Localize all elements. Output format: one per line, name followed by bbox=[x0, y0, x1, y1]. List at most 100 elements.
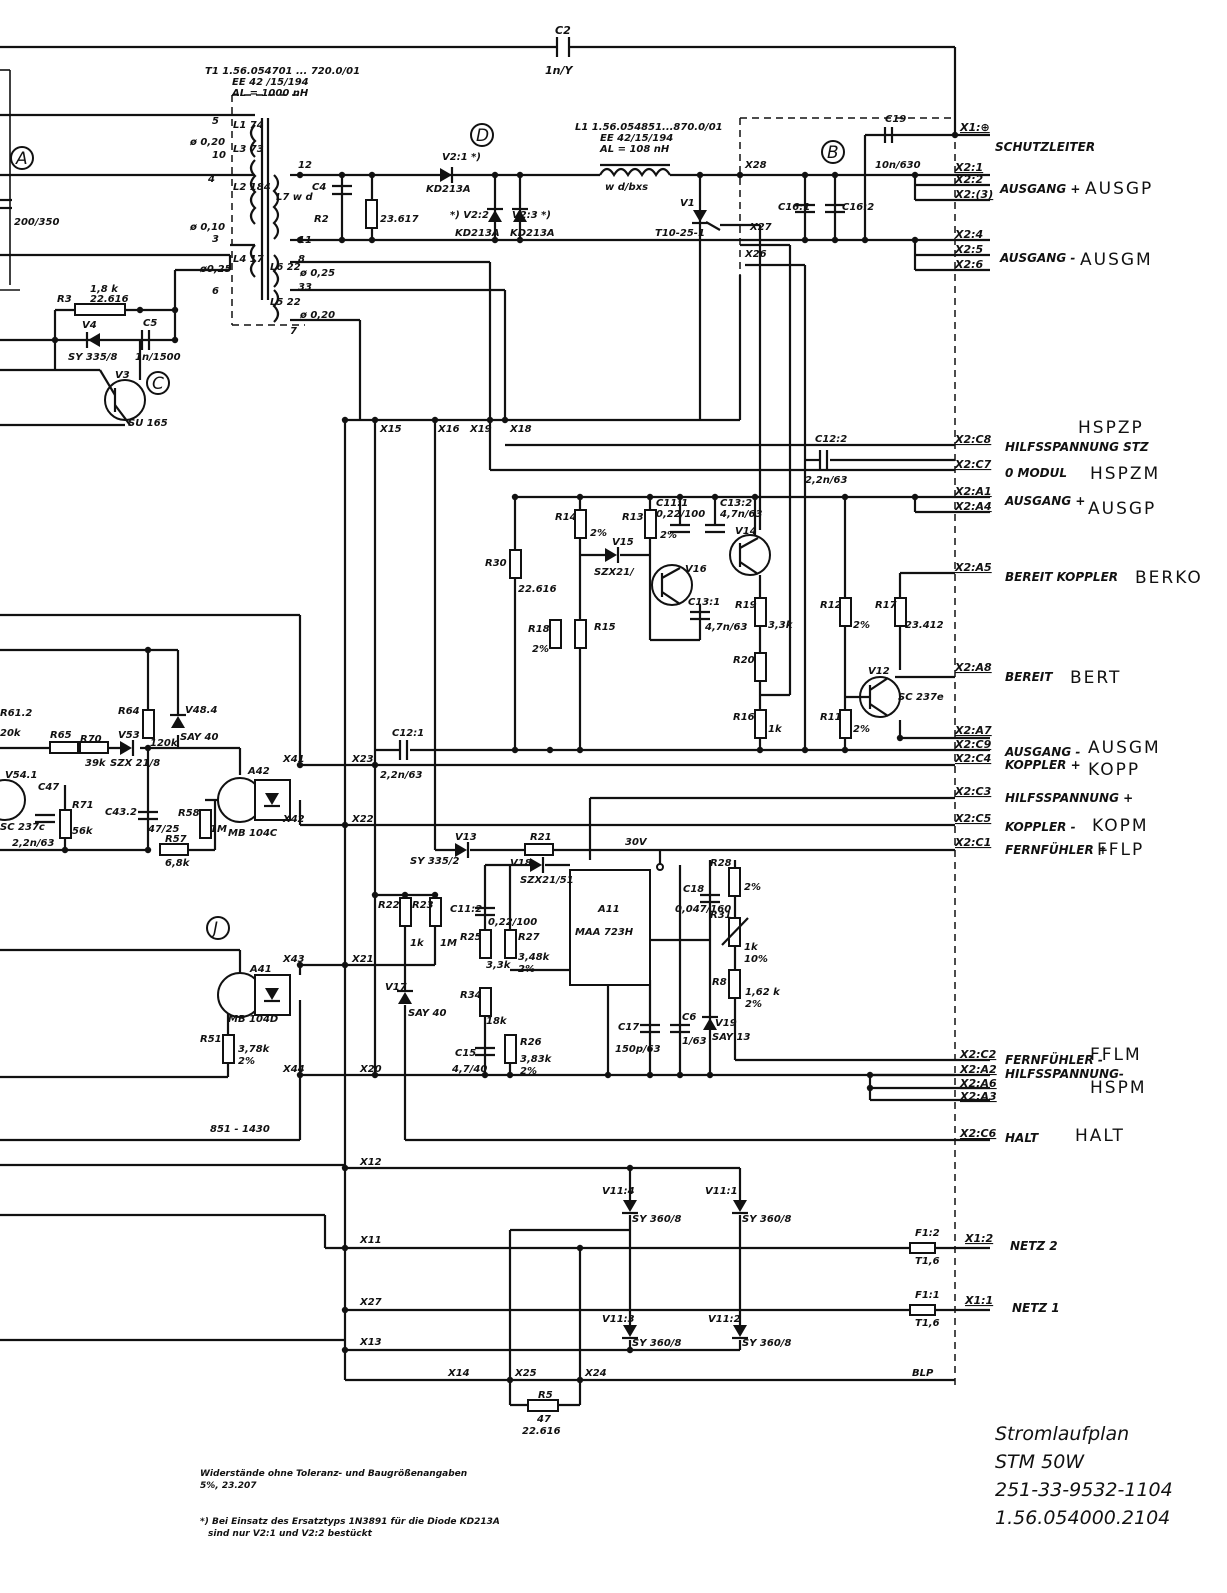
inductor-l1 bbox=[599, 167, 671, 178]
marker-a-circle bbox=[10, 146, 34, 170]
c4-label: C4 bbox=[312, 182, 326, 193]
v2-2-type: KD213A bbox=[455, 228, 500, 239]
t1-winding-l1: L1 74 bbox=[233, 120, 264, 131]
junction-dot bbox=[431, 416, 439, 424]
l1-line1: L1 1.56.054851...870.0/01 bbox=[575, 122, 723, 133]
capacitor-c11-2 bbox=[475, 906, 495, 917]
fuse-f1-1 bbox=[909, 1304, 936, 1316]
test-point-x26 bbox=[656, 863, 664, 871]
junction-dot bbox=[431, 891, 439, 899]
r14-tol: 2% bbox=[590, 528, 607, 539]
junction-dot bbox=[341, 1164, 349, 1172]
junction-dot bbox=[576, 1244, 584, 1252]
resistor-r22 bbox=[399, 897, 412, 927]
diode-v2-2 bbox=[487, 207, 503, 222]
c11-1-value: 0,22/100 bbox=[656, 509, 705, 520]
r13-tol: 2% bbox=[660, 530, 677, 541]
pin-x2-6: X2:6 bbox=[954, 258, 984, 271]
hand-berko: BERKO bbox=[1135, 568, 1203, 588]
t1-wire-4: ø 0,25 bbox=[299, 268, 335, 279]
node-x20: X20 bbox=[359, 1064, 382, 1075]
v11-4-label: V11:4 bbox=[602, 1186, 635, 1197]
signal-hilfsspannung-plus: HILFSSPANNUNG + bbox=[1005, 791, 1133, 805]
note-resistors-line2: 5%, 23.207 bbox=[200, 1481, 257, 1491]
v11-2-type: SY 360/8 bbox=[742, 1338, 791, 1349]
junction-dot bbox=[338, 236, 346, 244]
junction-dot bbox=[576, 746, 584, 754]
resistor-r28 bbox=[728, 867, 741, 897]
junction-dot bbox=[371, 416, 379, 424]
junction-dot bbox=[711, 493, 719, 501]
node-x13: X13 bbox=[359, 1337, 382, 1348]
t1-winding-l5: L5 22 bbox=[270, 297, 301, 308]
transistor-v3 bbox=[99, 340, 146, 426]
pin-x2-a4: X2:A4 bbox=[954, 500, 992, 513]
note-diode-line2: sind nur V2:1 und V2:2 bestückt bbox=[208, 1529, 373, 1539]
pin-x1-pe: X1:⊕ bbox=[959, 121, 990, 134]
left-capacitor bbox=[0, 198, 12, 210]
diode-v48 bbox=[170, 713, 186, 728]
resistor-r14 bbox=[574, 509, 587, 539]
c12-2-label: C12:2 bbox=[815, 434, 847, 445]
signal-hilfsspannung-stz: HILFSSPANNUNG STZ bbox=[1005, 440, 1149, 454]
v1-label: V1 bbox=[680, 198, 695, 209]
c13-2-label: C13:2 bbox=[720, 498, 752, 509]
f1-2-label: F1:2 bbox=[915, 1228, 940, 1239]
capacitor-c5 bbox=[140, 330, 151, 350]
junction-dot bbox=[341, 1306, 349, 1314]
signal-netz-2: NETZ 2 bbox=[1010, 1239, 1058, 1253]
pin-x1-1: X1:1 bbox=[964, 1294, 993, 1307]
junction-dot bbox=[491, 171, 499, 179]
r3-value2: 22.616 bbox=[90, 294, 129, 305]
t1-pin-4: 4 bbox=[207, 174, 215, 185]
c12-1-value: 2,2n/63 bbox=[380, 770, 422, 781]
c16-1-label: C16:1 bbox=[778, 202, 810, 213]
junction-dot bbox=[546, 746, 554, 754]
resistor-r11 bbox=[839, 709, 852, 739]
node-x23: X23 bbox=[351, 754, 374, 765]
marker-b: B bbox=[827, 143, 839, 163]
junction-dot bbox=[604, 1071, 612, 1079]
diode-v11-3 bbox=[622, 1325, 638, 1340]
junction-dot bbox=[736, 171, 744, 179]
pin-x2-c9: X2:C9 bbox=[954, 738, 992, 751]
f1-1-value: T1,6 bbox=[915, 1318, 940, 1329]
v19-type: SAY 13 bbox=[712, 1032, 750, 1043]
v48-label: V48.4 bbox=[185, 705, 217, 716]
junction-dot bbox=[626, 1164, 634, 1172]
junction-dot bbox=[371, 761, 379, 769]
capacitor-c18 bbox=[700, 893, 720, 904]
diode-v11-2 bbox=[732, 1325, 748, 1340]
v53-label: V53 bbox=[118, 730, 140, 741]
thyristor-v1 bbox=[692, 210, 721, 231]
signal-0-modul: 0 MODUL bbox=[1005, 466, 1067, 480]
diode-v11-4 bbox=[622, 1200, 638, 1215]
v18-label: V18 bbox=[510, 858, 532, 869]
resistor-r2 bbox=[365, 199, 378, 229]
junction-dot bbox=[506, 1376, 514, 1384]
a41-type: MB 104D bbox=[228, 1014, 278, 1025]
junction-dot bbox=[511, 746, 519, 754]
signal-ausgang-plus-2: AUSGANG + bbox=[1004, 494, 1085, 508]
resistor-r5 bbox=[527, 1399, 559, 1412]
v2-1-label: V2:1 *) bbox=[442, 152, 481, 163]
c47-value: 2,2n/63 bbox=[12, 838, 54, 849]
ref-851-1430: 851 - 1430 bbox=[210, 1124, 270, 1135]
r23-label: R23 bbox=[412, 900, 434, 911]
v3-label: V3 bbox=[115, 370, 130, 381]
junction-dot bbox=[516, 236, 524, 244]
marker-j-circle bbox=[206, 916, 230, 940]
a41-label: A41 bbox=[249, 964, 272, 975]
optocoupler-a41 bbox=[217, 972, 291, 1018]
v14-label: V14 bbox=[735, 526, 757, 537]
r19-label: R19 bbox=[735, 600, 757, 611]
c15-value: 4,7/40 bbox=[451, 1064, 487, 1075]
note-diode-line1: *) Bei Einsatz des Ersatztyps 1N3891 für… bbox=[200, 1517, 500, 1527]
hand-kopp: KOPP bbox=[1088, 760, 1140, 780]
v11-1-label: V11:1 bbox=[705, 1186, 738, 1197]
pin-x2-2: X2:2 bbox=[954, 173, 984, 186]
junction-dot bbox=[911, 493, 919, 501]
r2-value: 23.617 bbox=[380, 214, 419, 225]
v13-label: V13 bbox=[455, 832, 477, 843]
junction-dot bbox=[866, 1071, 874, 1079]
